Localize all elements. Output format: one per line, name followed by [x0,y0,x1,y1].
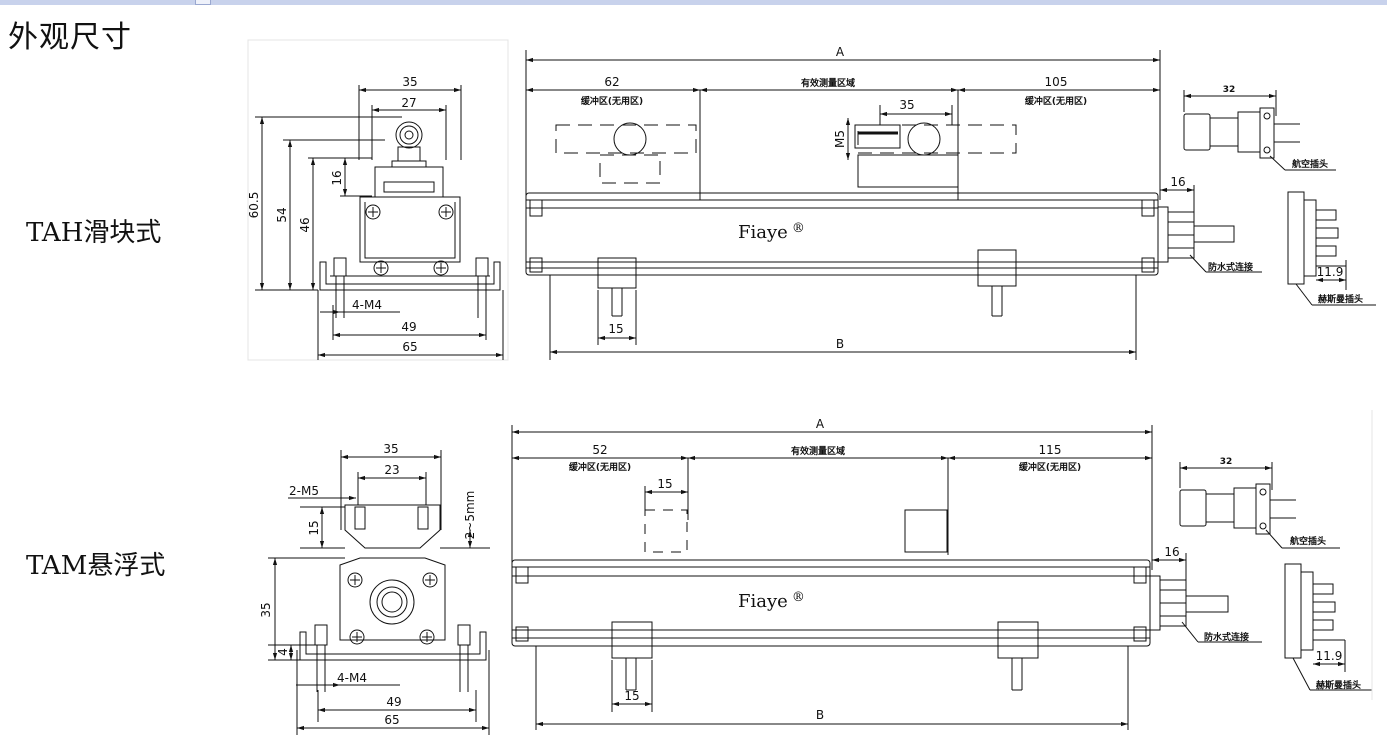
window-top-bar [0,0,1387,5]
dim-tam-35: 35 [383,442,398,456]
dim-tam-magnet-15: 15 [657,477,672,491]
label-tam-aviation-plug: 航空插头 [1290,535,1326,547]
dim-tah-60-5: 60.5 [247,192,261,219]
dim-tam-foot-15: 15 [624,689,639,703]
tah-side-view [247,39,509,361]
dim-tah-a: A [836,45,845,59]
label-tah-hirschmann-plug: 赫斯曼插头 [1318,293,1363,305]
label-tah-aviation-plug: 航空插头 [1292,158,1328,170]
note-tam-effective-range: 有效测量区域 [791,445,845,457]
dim-tah-105: 105 [1045,75,1068,89]
note-tah-left-buffer: 缓冲区(无用区) [581,95,643,107]
dim-tah-slider-35: 35 [899,98,914,112]
dim-tah-35: 35 [402,75,417,89]
dim-tam-b: B [816,708,824,722]
dim-tam-65: 65 [384,713,399,727]
tah-main-view [525,50,1376,360]
brand-tah-name: Fiaye [738,222,788,243]
note-tah-effective-range: 有效测量区域 [801,77,855,89]
dim-tah-foot-15: 15 [608,322,623,336]
dim-tah-11-9: 11.9 [1317,265,1344,279]
dim-tah-16: 16 [330,170,344,185]
dim-tah-62: 62 [604,75,619,89]
note-tam-left-buffer: 缓冲区(无用区) [569,461,631,473]
dim-tah-27: 27 [401,96,416,110]
dim-tam-15: 15 [307,520,321,535]
model-label-tam: TAM悬浮式 [26,551,166,581]
note-tam-right-buffer: 缓冲区(无用区) [1019,461,1081,473]
brand-tah-reg: ® [792,221,805,236]
dim-tah-46: 46 [298,217,312,232]
label-tam-hirschmann-plug: 赫斯曼插头 [1316,679,1361,691]
dim-tam-11-9: 11.9 [1316,649,1343,663]
dim-tam-49: 49 [386,695,401,709]
dim-tam-gap: 2~5mm [463,491,477,540]
dim-tah-b: B [836,337,844,351]
dim-tam-4: 4 [276,648,290,656]
dim-tah-16-cable: 16 [1170,175,1185,189]
tam-main-view [511,410,1373,730]
dim-tam-115: 115 [1039,443,1062,457]
dim-tah-4-m4: 4-M4 [352,298,382,312]
brand-tah: Fiaye ® [738,221,805,243]
note-tam-waterproof: 防水式连接 [1204,631,1249,643]
dim-tam-52: 52 [592,443,607,457]
tab-marker [195,0,211,5]
dim-tam-a: A [816,417,825,431]
tam-side-view [268,450,490,735]
dim-tam-23: 23 [384,463,399,477]
brand-tam: Fiaye ® [738,590,805,612]
model-label-tah: TAH滑块式 [26,218,162,248]
dim-tah-m5: M5 [833,130,847,148]
dim-tah-49: 49 [401,320,416,334]
note-tah-waterproof: 防水式连接 [1208,261,1253,273]
dim-tam-2-m5: 2-M5 [289,484,319,498]
brand-tam-name: Fiaye [738,591,788,612]
page-title: 外观尺寸 [8,20,132,55]
note-tah-right-buffer: 缓冲区(无用区) [1025,95,1087,107]
dim-tam-plug-32: 32 [1220,457,1233,467]
dim-tah-65: 65 [402,340,417,354]
dim-tam-4-m4: 4-M4 [337,671,367,685]
dim-tah-54: 54 [275,207,289,222]
brand-tam-reg: ® [792,590,805,605]
dim-tah-plug-32: 32 [1223,85,1236,95]
dim-tam-35-height: 35 [259,602,273,617]
dim-tam-16-cable: 16 [1164,545,1179,559]
